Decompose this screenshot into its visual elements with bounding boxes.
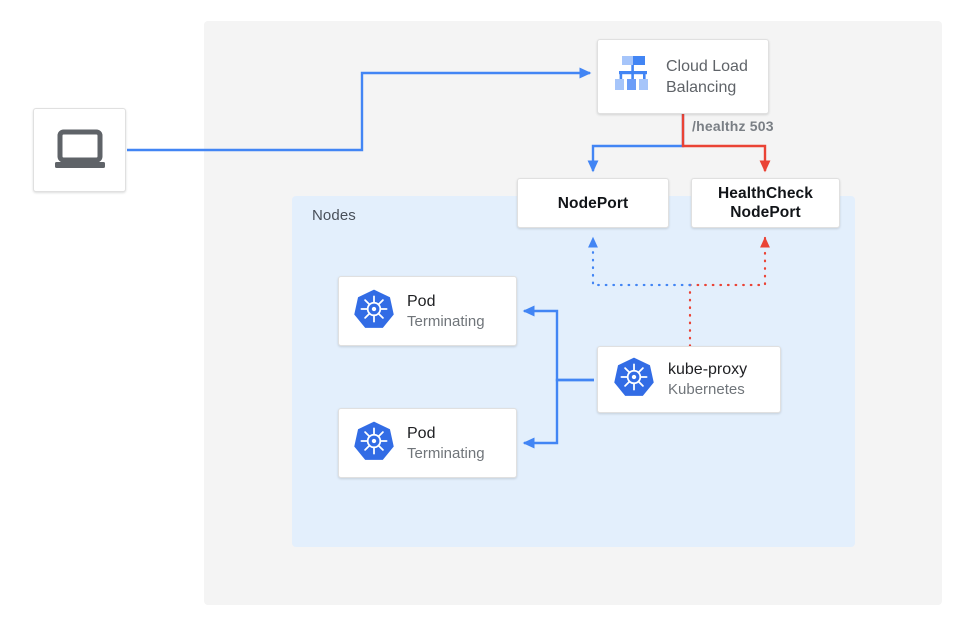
kubernetes-icon <box>613 356 655 403</box>
kube-proxy-title: kube-proxy <box>668 361 748 378</box>
pod-2-textblock: Pod Terminating <box>407 424 485 463</box>
healthcheck-nodeport-label-line2: NodePort <box>730 204 801 221</box>
pod-2-title: Pod <box>407 424 436 442</box>
kubernetes-icon <box>353 420 395 467</box>
pod-1-title: Pod <box>407 292 436 310</box>
pod-2-status: Terminating <box>407 444 485 462</box>
pod-1-status: Terminating <box>407 312 485 330</box>
healthz-edge-label: /healthz 503 <box>692 118 774 134</box>
cloud-load-balancing-label-line2: Balancing <box>666 78 737 96</box>
kubernetes-icon <box>353 288 395 335</box>
nodeport-node[interactable]: NodePort <box>517 178 669 228</box>
kube-proxy-node[interactable]: kube-proxy Kubernetes <box>597 346 781 413</box>
nodes-panel-label: Nodes <box>312 207 356 224</box>
healthcheck-nodeport-node[interactable]: HealthCheck NodePort <box>691 178 840 228</box>
cloud-load-balancing-label-line1: Cloud Load <box>666 57 748 75</box>
nodeport-label: NodePort <box>557 194 629 212</box>
client-node[interactable] <box>33 108 126 192</box>
pod-1-textblock: Pod Terminating <box>407 292 485 331</box>
healthcheck-nodeport-label-line1: HealthCheck <box>718 185 813 202</box>
healthcheck-nodeport-label: HealthCheck NodePort <box>718 184 813 222</box>
pod-node-1[interactable]: Pod Terminating <box>338 276 517 346</box>
laptop-icon <box>53 129 107 171</box>
kube-proxy-subtitle: Kubernetes <box>668 381 745 398</box>
pod-node-2[interactable]: Pod Terminating <box>338 408 517 478</box>
cloud-load-balancing-node[interactable]: Cloud Load Balancing <box>597 39 769 114</box>
kube-proxy-textblock: kube-proxy Kubernetes <box>668 360 747 399</box>
cloud-load-balancing-label: Cloud Load Balancing <box>666 56 748 98</box>
load-balancer-icon <box>610 54 656 99</box>
